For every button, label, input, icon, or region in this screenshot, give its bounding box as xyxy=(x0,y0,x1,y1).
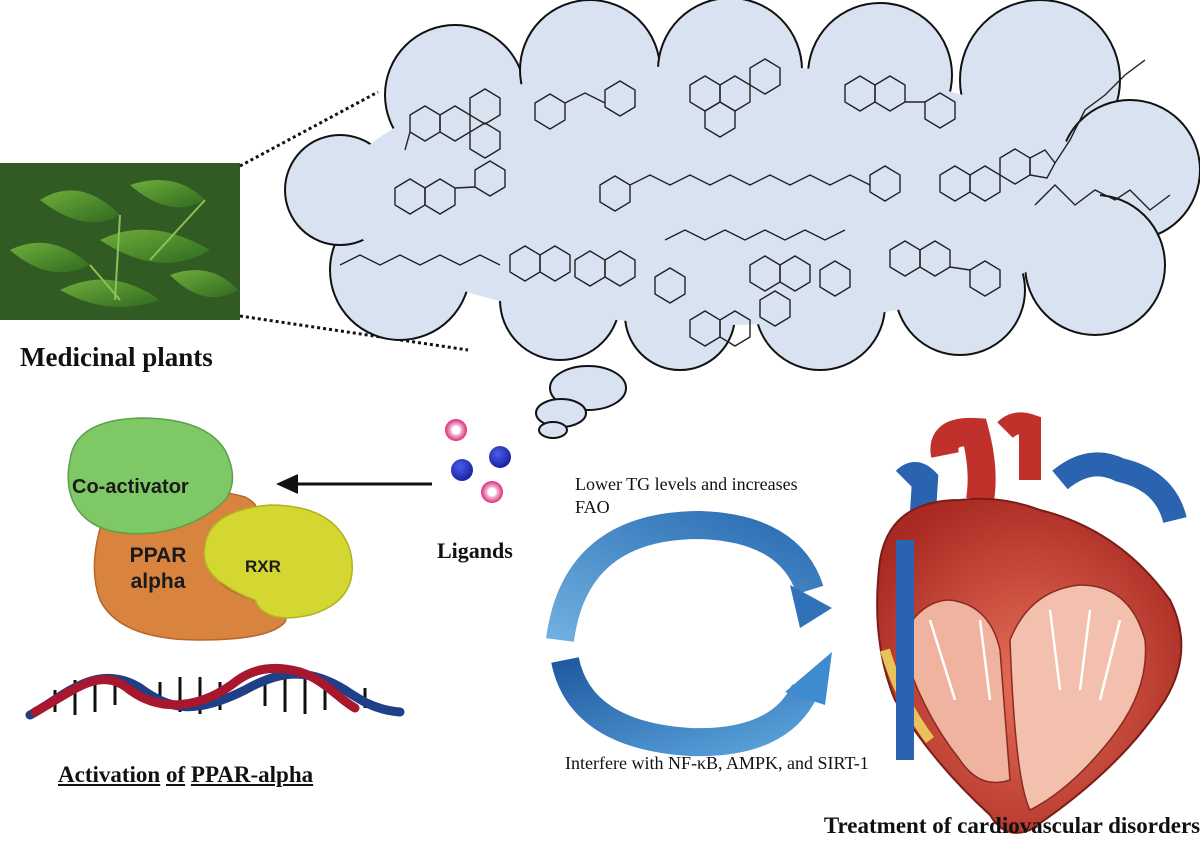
upper-arc-arrow xyxy=(546,510,824,643)
dna-helix xyxy=(25,663,405,720)
coactivator-label: Co-activator xyxy=(72,476,189,498)
rxr-label: RXR xyxy=(245,557,281,576)
zoom-line-bottom xyxy=(239,314,469,352)
treatment-caption: Treatment of cardiovascular disorders xyxy=(823,813,1200,838)
thought-cloud xyxy=(284,0,1200,439)
ligands-label: Ligands xyxy=(437,538,513,563)
medicinal-plants-label: Medicinal plants xyxy=(20,342,213,372)
ppar-rxr-complex xyxy=(67,417,353,641)
ligand-pink-1 xyxy=(445,419,467,441)
rxr-shape xyxy=(203,504,353,619)
of-word: of xyxy=(165,762,186,787)
ppar-alpha-label: PPAR alpha xyxy=(129,544,187,593)
ligand-blue-1 xyxy=(451,459,473,481)
tg-fao-effect-text: Lower TG levels and increases FAO xyxy=(575,474,798,517)
lower-arc-arrow xyxy=(551,656,818,757)
medicinal-plant-photo xyxy=(0,163,240,320)
effect-cycle-arrows xyxy=(546,510,832,757)
ligand-blue-2 xyxy=(489,446,511,468)
ligand-pink-2 xyxy=(481,481,503,503)
chemical-structures xyxy=(339,58,1171,347)
zoom-line-top xyxy=(239,90,379,168)
binding-arrow xyxy=(276,474,432,494)
ligand-molecules xyxy=(445,419,511,503)
activation-of-ppar-alpha-caption: Activation of PPAR-alpha xyxy=(58,762,313,788)
heart-illustration xyxy=(876,412,1187,834)
ppar-alpha-word: PPAR-alpha xyxy=(190,762,314,787)
nfkb-ampk-sirt-effect-text: Interfere with NF-κB, AMPK, and SIRT-1 xyxy=(565,753,869,773)
coactivator-shape xyxy=(67,417,234,535)
activation-word: Activation xyxy=(58,762,161,787)
